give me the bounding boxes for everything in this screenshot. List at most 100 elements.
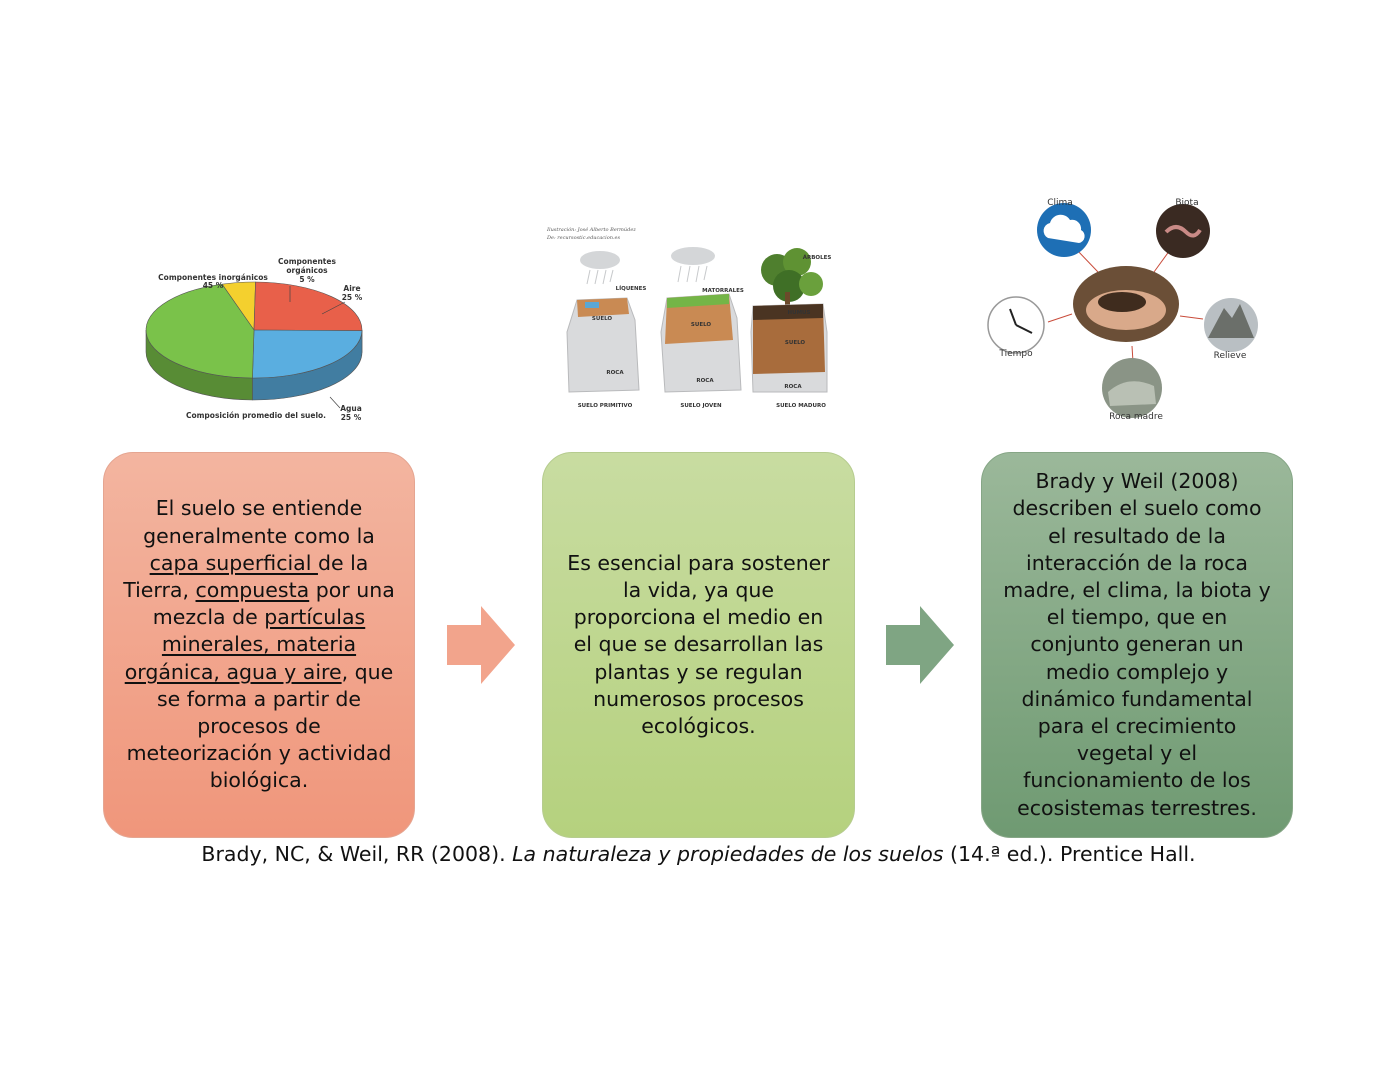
label-roca-3: ROCA [784, 384, 802, 390]
illustration-credit-2: De: recursostic.educacion.es [546, 235, 620, 241]
definition-line: mezcla de partículas [123, 604, 395, 631]
pie-label-organic-2: orgánicos [286, 266, 328, 275]
factors-line: el resultado de la [1048, 523, 1226, 548]
caption-primitive: SUELO PRIMITIVO [578, 403, 633, 409]
factors-text: Brady y Weil (2008) describen el suelo c… [1003, 468, 1271, 822]
label-roca-2: ROCA [696, 378, 714, 384]
definition-line: minerales, materia [123, 631, 395, 658]
label-matorrales: MATORRALES [702, 288, 744, 294]
definition-line: procesos de [197, 714, 321, 738]
definition-line: biológica. [209, 768, 309, 793]
factors-line: ecosistemas terrestres. [1017, 795, 1257, 820]
profile-young: SUELO ROCA MATORRALES SUELO JOVEN [660, 247, 744, 409]
factors-line: el tiempo, que en [1046, 605, 1228, 630]
label-liquenes: LÍQUENES [616, 284, 647, 292]
factors-line: medio complejo y [1045, 659, 1229, 684]
relieve-icon [1204, 298, 1258, 352]
label-suelo-3: SUELO [785, 340, 805, 346]
importance-line: ecológicos. [641, 714, 756, 738]
label-suelo-1: SUELO [592, 316, 612, 322]
pie-caption: Composición promedio del suelo. [186, 411, 326, 420]
clima-icon [1037, 203, 1091, 257]
label-biota: Biota [1175, 198, 1198, 208]
pie-leader-line [329, 396, 341, 409]
label-roca-1: ROCA [606, 370, 624, 376]
factors-box: Brady y Weil (2008) describen el suelo c… [981, 452, 1293, 838]
pie-label-air: Aire [343, 284, 360, 293]
definition-line: generalmente como la [143, 523, 375, 548]
factors-line: para el crecimiento [1037, 714, 1237, 738]
definition-fragment: por una [309, 577, 395, 602]
caption-young: SUELO JOVEN [680, 403, 722, 409]
pie-label-water: Agua [340, 404, 362, 413]
importance-line: el que se desarrollan las [573, 632, 824, 657]
citation-publisher: (14.ª ed.). Prentice Hall. [943, 842, 1196, 866]
label-suelo-2: SUELO [691, 322, 711, 328]
underlined-term: orgánica, agua y aire [124, 659, 342, 684]
definition-fragment: Tierra, [123, 577, 196, 602]
pie-label-water-value: 25 % [341, 413, 362, 422]
factors-line: funcionamiento de los [1023, 768, 1251, 793]
label-arboles: ÁRBOLES [803, 254, 832, 261]
caption-mature: SUELO MADURO [776, 403, 826, 409]
pie-leader-line [321, 301, 346, 315]
pie-slice-inorganic [145, 283, 255, 379]
factors-line: madre, el clima, la biota y [1003, 577, 1271, 602]
definition-line: capa superficial de la [123, 550, 395, 577]
pie-slice-air [253, 281, 363, 331]
factors-line: dinámico fundamental [1021, 686, 1253, 711]
importance-line: proporciona el medio en [573, 605, 824, 630]
clock-icon [987, 296, 1045, 354]
importance-text: Es esencial para sostener la vida, ya qu… [567, 550, 829, 740]
underlined-term: capa superficial [149, 550, 318, 575]
definition-fragment: de la [317, 550, 369, 575]
citation-authors: Brady, NC, & Weil, RR (2008). [201, 842, 513, 866]
factors-line: interacción de la roca [1026, 550, 1248, 575]
pie-label-air-value: 25 % [342, 293, 363, 302]
definition-line: se forma a partir de [156, 686, 362, 711]
right-arrow-icon [886, 606, 954, 684]
label-tiempo: Tiempo [998, 349, 1033, 359]
factors-line: Brady y Weil (2008) [1035, 469, 1239, 494]
soil-factors-diagram: Clima Biota Tiempo Relieve Roca madre [987, 198, 1258, 422]
biota-icon [1156, 204, 1210, 258]
pie-label-organic: Componentes [278, 257, 336, 266]
right-arrow-icon [447, 606, 515, 684]
definition-line: El suelo se entiende [155, 496, 363, 521]
importance-line: la vida, ya que [622, 577, 775, 602]
definition-fragment: mezcla de [152, 605, 265, 630]
definition-box: El suelo se entiende generalmente como l… [103, 452, 415, 838]
factors-line: describen el suelo como [1012, 496, 1262, 521]
definition-line: meteorización y actividad [126, 741, 392, 766]
factors-line: vegetal y el [1076, 741, 1198, 766]
pie-label-inorganic: Componentes inorgánicos [158, 273, 268, 282]
illustration-credit-1: Ilustración: José Alberto Bermúdez [546, 226, 636, 233]
citation: Brady, NC, & Weil, RR (2008). La natural… [0, 842, 1397, 866]
factors-line: conjunto generan un [1030, 632, 1244, 657]
definition-text: El suelo se entiende generalmente como l… [123, 495, 395, 794]
pie-slice-water [252, 329, 363, 379]
profile-mature: HUMUS SUELO ROCA ÁRBOLES SUELO MADURO [750, 248, 832, 409]
definition-line: orgánica, agua y aire, que [123, 659, 395, 686]
definition-fragment: , que [341, 659, 394, 684]
soil-hands-image [1073, 266, 1179, 342]
label-clima: Clima [1047, 198, 1073, 208]
label-relieve: Relieve [1214, 351, 1247, 361]
label-roca-madre: Roca madre [1109, 412, 1163, 422]
soil-formation-illustration: Ilustración: José Alberto Bermúdez De: r… [546, 226, 832, 409]
underlined-term: minerales, materia [161, 632, 357, 657]
underlined-term: compuesta [195, 577, 310, 602]
importance-box: Es esencial para sostener la vida, ya qu… [542, 452, 855, 838]
importance-line: numerosos procesos [593, 686, 804, 711]
definition-line: Tierra, compuesta por una [123, 577, 395, 604]
pie-label-organic-value: 5 % [299, 275, 315, 284]
profile-primitive: SUELO ROCA LÍQUENES SUELO PRIMITIVO [566, 251, 647, 409]
citation-title: La naturaleza y propiedades de los suelo… [512, 842, 944, 866]
importance-line: plantas y se regulan [594, 659, 803, 684]
importance-line: Es esencial para sostener [567, 550, 830, 575]
roca-madre-icon [1102, 358, 1162, 418]
soil-composition-pie-chart: Componentes inorgánicos 45 % Componentes… [145, 257, 363, 422]
label-humus: HUMUS [788, 310, 811, 316]
pie-label-inorganic-value: 45 % [203, 281, 224, 290]
underlined-term: partículas [264, 605, 366, 630]
